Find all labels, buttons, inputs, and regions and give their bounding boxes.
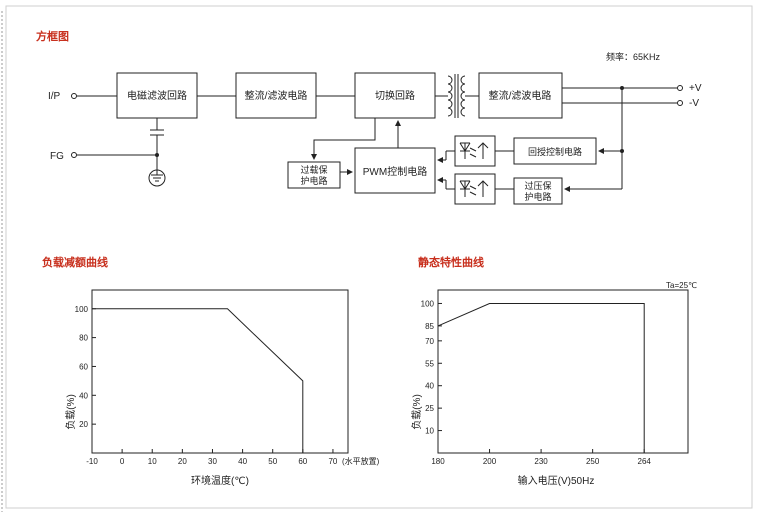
derating-x-tick-label: 70 [328, 457, 337, 466]
static-x-tick-label: 200 [483, 457, 497, 466]
fg-terminal [71, 152, 77, 158]
block-rect-filter-1-label: 整流/滤波电路 [245, 89, 308, 102]
static-chart-title: 静态特性曲线 [418, 255, 484, 269]
derating-x-tick-label: 20 [178, 457, 187, 466]
static-chart-plot-area [437, 289, 689, 454]
block-pwm-label: PWM控制电路 [363, 165, 427, 178]
derating-x-axis-suffix: (水平放置) [342, 456, 380, 466]
static-x-tick-label: 180 [431, 457, 445, 466]
derating-x-tick-label: 30 [208, 457, 217, 466]
derating-x-tick-label: 0 [120, 457, 125, 466]
derating-chart: 负载减额曲线 20 40 60 80 100 -10 0 10 20 30 40 50 60 70 (水… [42, 255, 380, 487]
static-x-tick-label: 264 [638, 457, 652, 466]
block-ovp-label-2: 护电路 [524, 191, 551, 202]
block-rect-filter-1 [235, 72, 317, 119]
block-ovp-label-1: 过压保 [524, 180, 551, 191]
static-x-axis-label: 输入电压(V)50Hz [518, 474, 595, 487]
static-y-axis-label: 负载(%) [410, 394, 423, 430]
block-rect-filter-2 [478, 72, 563, 119]
derating-chart-plot-area [91, 289, 349, 454]
derating-x-tick-label: 40 [238, 457, 247, 466]
derating-chart-title: 负载减额曲线 [42, 255, 108, 269]
block-emi-filter [116, 72, 198, 119]
derating-x-tick-label: 50 [268, 457, 277, 466]
out-pos-label: +V [689, 83, 702, 94]
derating-x-ticks: -10 0 10 20 30 40 50 60 70 [86, 449, 338, 466]
static-x-tick-label: 230 [534, 457, 548, 466]
block-ovp [513, 177, 563, 205]
derating-x-tick-label: 10 [148, 457, 157, 466]
derating-series-line [92, 308, 304, 453]
static-series-line [437, 303, 645, 453]
derating-y-ticks: 20 40 60 80 100 [75, 305, 96, 429]
derating-y-tick-label: 100 [75, 305, 89, 314]
fg-label: FG [50, 151, 64, 162]
derating-x-axis-label: 环境温度(℃) [191, 474, 249, 487]
block-diagram-title: 方框图 [36, 29, 69, 43]
derating-x-tick-label: 60 [298, 457, 307, 466]
static-y-ticks: 10 25 40 55 70 85 100 [421, 299, 442, 436]
block-rect-filter-2-label: 整流/滤波电路 [489, 89, 552, 102]
block-diagram: 方框图 频率：65KHz I/P FG 电磁滤波回路 整流/滤波电路 切换回路 [36, 29, 702, 205]
static-y-tick-label: 25 [425, 404, 434, 413]
block-pwm [354, 147, 436, 194]
block-feedback [513, 137, 597, 165]
frequency-label: 频率：65KHz [606, 51, 661, 62]
out-neg-terminal [677, 100, 683, 106]
derating-x-tick-label: -10 [86, 457, 98, 466]
derating-y-tick-label: 80 [79, 334, 88, 343]
static-y-tick-label: 55 [425, 359, 434, 368]
input-label: I/P [48, 91, 61, 102]
block-ocp-label-1: 过载保 [300, 164, 327, 175]
block-ocp [287, 161, 341, 189]
derating-y-tick-label: 60 [79, 362, 88, 371]
block-switching-label: 切换回路 [375, 89, 415, 102]
static-x-ticks: 180 200 230 250 264 [431, 449, 651, 466]
static-y-tick-label: 85 [425, 322, 434, 331]
static-y-tick-label: 10 [425, 427, 434, 436]
junction-fg [155, 153, 159, 157]
derating-y-tick-label: 40 [79, 391, 88, 400]
derating-y-axis-label: 负载(%) [64, 394, 77, 430]
static-chart-annotation: Ta=25℃ [666, 281, 697, 290]
out-neg-label: -V [689, 98, 699, 109]
static-y-tick-label: 40 [425, 382, 434, 391]
block-emi-filter-label: 电磁滤波回路 [127, 89, 187, 102]
block-feedback-label: 回授控制电路 [528, 146, 582, 157]
input-terminal [71, 93, 77, 99]
derating-y-tick-label: 20 [79, 420, 88, 429]
block-ocp-label-2: 护电路 [300, 175, 327, 186]
static-characteristic-chart: 静态特性曲线 Ta=25℃ 10 25 40 55 70 85 100 180 200 230 2… [410, 255, 697, 487]
optocoupler-1-icon [454, 135, 496, 167]
optocoupler-2-icon [454, 173, 496, 205]
out-pos-terminal [677, 85, 683, 91]
static-x-tick-label: 250 [586, 457, 600, 466]
wire-switch-ocp [311, 118, 376, 160]
static-y-tick-label: 100 [421, 299, 435, 308]
transformer-icon [435, 74, 479, 118]
static-y-tick-label: 70 [425, 337, 434, 346]
ground-icon [148, 169, 166, 187]
page-frame [5, 5, 753, 509]
